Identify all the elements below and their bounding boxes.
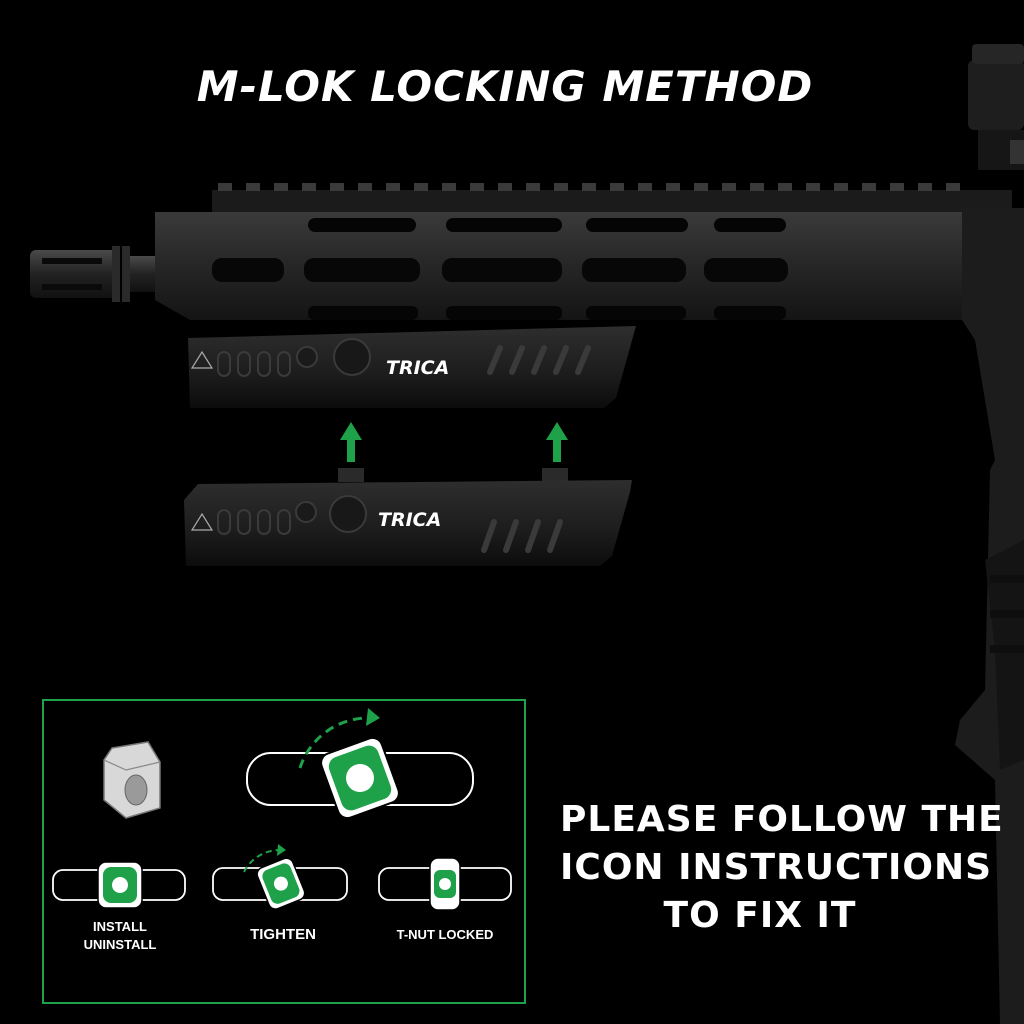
step-label-line: INSTALL [93,919,147,934]
top-rail [212,190,1012,212]
step-label-install: INSTALL UNINSTALL [50,918,190,954]
flash-hider [30,250,120,298]
install-uninstall-diagram [52,861,186,909]
up-arrow-icon [340,422,568,462]
t-nut-locked-diagram [378,857,512,911]
step-label-line: T-NUT LOCKED [396,927,494,942]
tighten-diagram-large [246,708,474,820]
step-label-line: UNINSTALL [83,937,157,952]
rifle-handguard [30,44,1024,1024]
optic [968,60,1024,130]
step-label-tighten: TIGHTEN [213,926,353,944]
mlok-slots [212,258,788,282]
instruction-panel [42,699,526,1004]
step-label-line: TIGHTEN [250,926,316,943]
rotate-arrow-icon [366,708,380,726]
t-nut-icon [103,741,161,819]
mounted-weapon-light [188,326,636,408]
mode-button-icon [296,346,318,368]
page-title: M-LOK LOCKING METHOD [196,62,814,111]
instruction-text: PLEASE FOLLOW THE ICON INSTRUCTIONS TO F… [560,796,1004,940]
instruction-line: ICON INSTRUCTIONS [560,847,993,888]
instruction-line: PLEASE FOLLOW THE [560,799,1004,840]
step-label-locked: T-NUT LOCKED [370,926,520,944]
power-button-icon [333,338,371,376]
instruction-line: TO FIX IT [663,895,857,936]
tighten-diagram-small [212,844,348,910]
receiver-grip [955,208,1024,1024]
unmounted-weapon-light [184,468,632,566]
